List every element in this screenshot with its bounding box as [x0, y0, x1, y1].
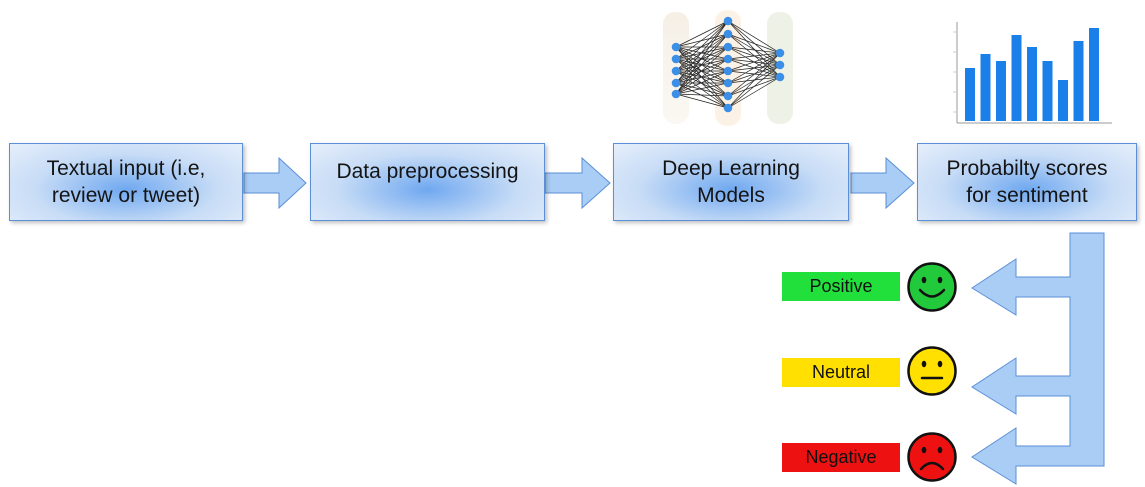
frown-face-icon [907, 432, 957, 482]
stage-textual-input-label: Textual input (i.e, review or tweet) [46, 157, 206, 207]
positive-label-text: Positive [809, 276, 873, 296]
illustration-bar-6 [1058, 80, 1068, 121]
stage-textual-input: Textual input (i.e, review or tweet) [9, 143, 243, 221]
nn-node-l0-0 [671, 42, 681, 52]
arrow-input-to-preprocessing [243, 156, 307, 210]
nn-node-l1-0 [723, 16, 733, 26]
nn-node-l0-1 [671, 54, 681, 64]
illustration-bar-1 [980, 54, 991, 121]
stage-probability-scores: Probabilty scores for sentiment [917, 143, 1137, 221]
nn-node-l2-1 [775, 60, 785, 70]
negative-label: Negative [782, 443, 900, 472]
arrow-scores-to-outputs [971, 232, 1105, 485]
illustration-bar-3 [1011, 35, 1022, 121]
nn-node-l1-7 [723, 103, 733, 113]
nn-node-l1-6 [723, 91, 733, 101]
neutral-face-icon [907, 346, 957, 396]
nn-node-l2-2 [775, 72, 785, 82]
nn-node-l0-2 [671, 66, 681, 76]
illustration-bar-2 [996, 61, 1006, 121]
stage-deep-learning-models-label: Deep Learning Models [662, 157, 800, 207]
illustration-bar-7 [1073, 41, 1084, 121]
smile-face-icon [907, 262, 957, 312]
neutral-label-text: Neutral [811, 362, 871, 382]
stage-probability-scores-label: Probabilty scores for sentiment [946, 157, 1108, 207]
neural-network-icon [663, 10, 793, 126]
nn-node-l1-5 [723, 78, 733, 88]
nn-node-l2-0 [775, 48, 785, 58]
nn-node-l0-4 [671, 89, 681, 99]
arrow-preprocessing-to-models [544, 156, 611, 210]
positive-label: Positive [782, 272, 900, 301]
nn-node-l1-3 [723, 54, 733, 64]
nn-node-l1-2 [723, 42, 733, 52]
nn-node-l1-4 [723, 66, 733, 76]
arrow-models-to-scores [850, 156, 915, 210]
illustration-bar-4 [1027, 47, 1037, 121]
negative-label-text: Negative [805, 447, 877, 467]
stage-data-preprocessing: Data preprocessing [310, 143, 545, 221]
bar-chart-icon [953, 22, 1112, 124]
neutral-label: Neutral [782, 358, 900, 387]
illustration-bar-5 [1042, 61, 1053, 121]
nn-node-l1-1 [723, 29, 733, 39]
nn-node-l0-3 [671, 78, 681, 88]
illustration-bar-8 [1089, 28, 1099, 121]
stage-data-preprocessing-label: Data preprocessing [336, 160, 519, 183]
illustration-bar-0 [965, 68, 975, 121]
stage-deep-learning-models: Deep Learning Models [613, 143, 849, 221]
